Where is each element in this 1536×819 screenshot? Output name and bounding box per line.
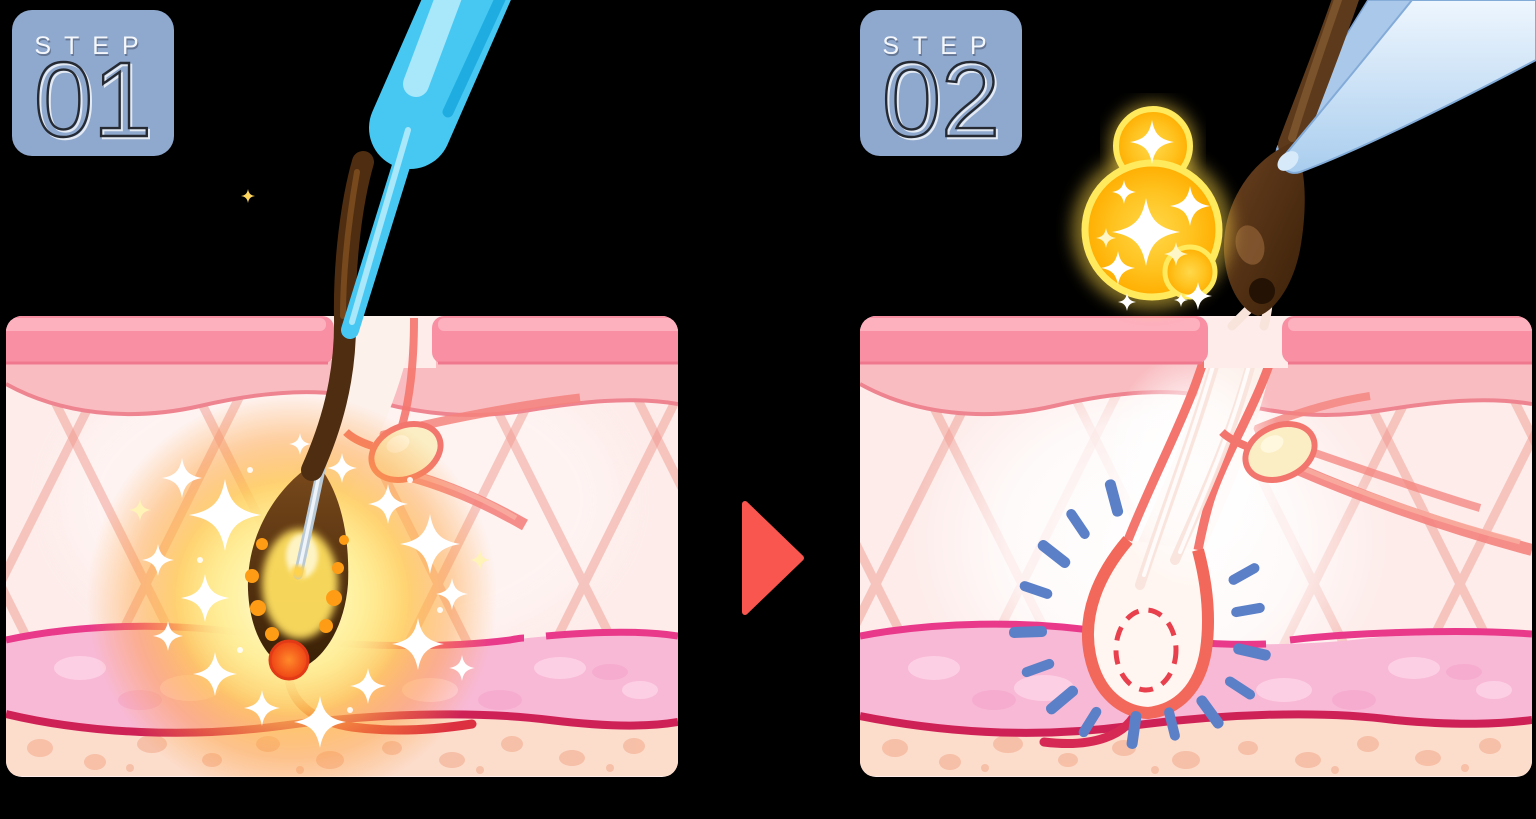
step-2-badge-background: [860, 10, 1022, 156]
sparkles: [129, 433, 490, 748]
step-1-badge-background: [12, 10, 174, 156]
golden-glow-blobs: [1072, 102, 1232, 311]
dermal-papilla: [268, 639, 310, 681]
step-2-number: 02: [882, 41, 1000, 158]
skin-cross-section-step-1: [6, 0, 678, 777]
lower-dermis-blobs-2: [908, 656, 1512, 710]
step-2-number-shadow: 02: [884, 43, 1002, 158]
skin-cross-section-step-2: [860, 0, 1536, 777]
step-1-number: 01: [34, 41, 152, 158]
epidermis-layer: [6, 316, 678, 365]
tweezers: [1277, 0, 1536, 174]
step-2-badge: STEP 02 02: [858, 8, 1024, 158]
step-2-label: STEP: [882, 32, 999, 60]
tiny-sparkle: [241, 189, 255, 203]
removed-hair-bulb: [1223, 142, 1305, 316]
heat-dots: [245, 535, 349, 641]
crimson-boundary-line-2: [860, 710, 1532, 737]
step-1-number-shadow: 01: [36, 43, 154, 158]
sebaceous-gland-2: [1219, 421, 1318, 483]
subcutis-pebbles-2: [882, 735, 1501, 774]
radiating-dashes: [1008, 479, 1271, 749]
step-1-badge: STEP 01 01: [10, 8, 176, 158]
epidermis-layer-2: [860, 316, 1532, 368]
removed-hair-shaft: [1278, 0, 1359, 158]
treatment-probe: [341, 0, 511, 339]
subcutis-layer-2: [860, 714, 1532, 776]
next-step-arrow-icon: [742, 501, 804, 615]
tweezers-tip: [1277, 151, 1299, 171]
destroyed-papilla-outline: [1113, 607, 1179, 693]
step-1-label: STEP: [34, 32, 151, 60]
